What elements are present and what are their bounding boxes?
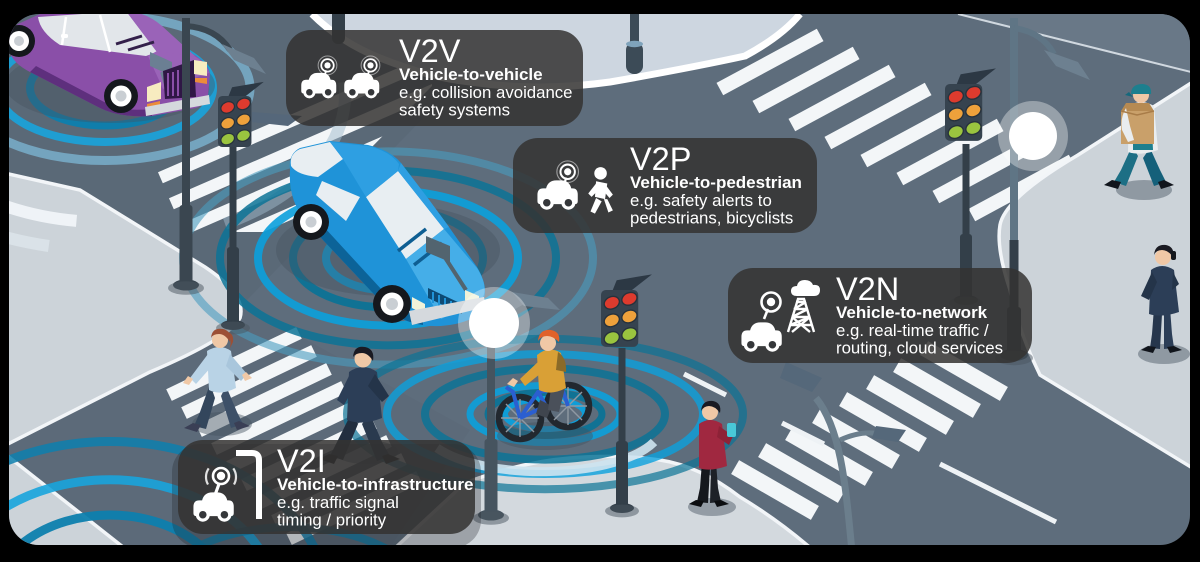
svg-text:Vehicle-to-vehicle: Vehicle-to-vehicle [399,65,543,84]
svg-text:V2I: V2I [277,443,326,479]
svg-text:e.g. safety alerts to: e.g. safety alerts to [630,191,772,210]
svg-text:e.g. traffic signal: e.g. traffic signal [277,493,399,512]
svg-text:safety systems: safety systems [399,101,510,120]
svg-text:timing / priority: timing / priority [277,511,387,530]
svg-text:Vehicle-to-network: Vehicle-to-network [836,303,988,322]
svg-text:Vehicle-to-pedestrian: Vehicle-to-pedestrian [630,173,802,192]
svg-text:V2V: V2V [399,33,461,69]
svg-text:V2N: V2N [836,271,899,307]
svg-text:e.g. real-time traffic /: e.g. real-time traffic / [836,321,989,340]
svg-text:pedestrians, bicyclists: pedestrians, bicyclists [630,209,793,228]
svg-text:e.g. collision avoidance: e.g. collision avoidance [399,83,573,102]
svg-text:V2P: V2P [630,141,691,177]
svg-text:Vehicle-to-infrastructure: Vehicle-to-infrastructure [277,475,474,494]
svg-text:routing, cloud services: routing, cloud services [836,339,1003,358]
